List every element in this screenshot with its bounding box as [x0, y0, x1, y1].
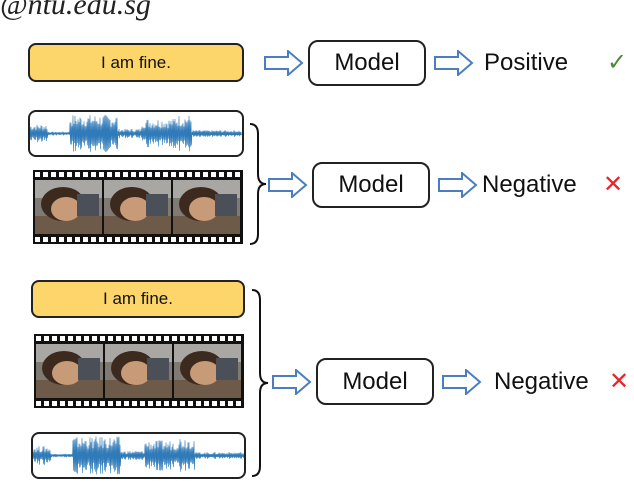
model-box-2: Model — [312, 162, 430, 208]
arrow-icon-1a — [264, 50, 304, 76]
arrow-icon-3b — [442, 369, 482, 395]
model-label-2: Model — [338, 171, 404, 198]
check-icon: ✓ — [607, 49, 628, 76]
arrow-icon-2b — [438, 172, 478, 198]
text-input-label-2: I am fine. — [103, 289, 173, 308]
arrow-icon-3a — [272, 369, 312, 395]
video-filmstrip-2 — [34, 334, 244, 408]
output-label-3: Negative — [494, 368, 589, 395]
text-input-box-2: I am fine. — [31, 280, 245, 318]
model-box-1: Model — [308, 40, 426, 86]
video-frames-icon-2 — [34, 334, 244, 408]
text-input-box-1: I am fine. — [28, 43, 244, 82]
cross-icon-3: ✕ — [609, 368, 630, 395]
output-label-1: Positive — [484, 49, 569, 76]
video-frames-icon-1 — [33, 170, 243, 244]
audio-waveform-icon-2 — [33, 436, 244, 475]
brace-icon-2 — [249, 123, 267, 245]
arrow-icon-2a — [268, 172, 308, 198]
arrow-icon-1b — [434, 50, 474, 76]
text-input-label-1: I am fine. — [101, 52, 171, 72]
brace-icon-3 — [251, 289, 269, 477]
header-email-text: @ntu.edu.sg — [0, 0, 151, 21]
audio-waveform-icon-1 — [30, 114, 242, 153]
model-box-3: Model — [316, 358, 434, 405]
audio-waveform-box-2 — [31, 432, 246, 479]
output-label-2: Negative — [482, 171, 577, 198]
audio-waveform-box-1 — [28, 110, 244, 157]
video-filmstrip-1 — [33, 170, 243, 244]
cross-icon-2: ✕ — [603, 171, 624, 198]
model-label-3: Model — [342, 367, 408, 395]
model-label-1: Model — [334, 49, 400, 76]
